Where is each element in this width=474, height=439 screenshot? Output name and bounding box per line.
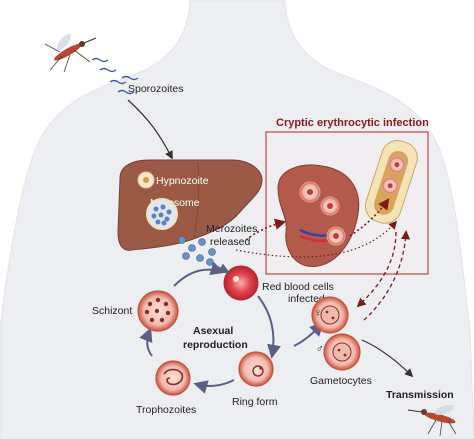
gametocytes-label: Gametocytes: [310, 375, 372, 387]
asexual-reproduction-label-2: reproduction: [183, 339, 248, 351]
transmission-label: Transmission: [386, 389, 454, 401]
released-label: released: [210, 236, 250, 248]
ring-form-label: Ring form: [232, 396, 278, 408]
rbc-infected-label-1: Red blood cells: [262, 281, 334, 293]
cycle-arrow-ring-to-trophozoite: [193, 379, 235, 394]
hypnozoite-label: Hypnozoite: [156, 175, 209, 187]
hypnozoite-icon: [137, 171, 155, 189]
trophozoite-cell: [155, 360, 191, 396]
female-gametocyte-cell: [311, 296, 349, 334]
merosome-icon: [146, 198, 178, 230]
sporozoite-squiggles: [91, 57, 139, 95]
sporozoite-arrow: [127, 99, 173, 160]
trophozoites-label: Trophozoites: [136, 404, 196, 416]
sporozoites-label: Sporozoites: [128, 83, 183, 95]
male-symbol: ♂: [316, 343, 324, 355]
infected-red-blood-cell: [223, 265, 259, 301]
cryptic-infection-title: Cryptic erythrocytic infection: [276, 117, 429, 129]
ring-form-cell: [238, 351, 274, 387]
mosquito-icon-transmission: [407, 404, 457, 437]
schizont-cell: [137, 290, 179, 332]
schizont-label: Schizont: [92, 305, 132, 317]
released-merozoites: [178, 236, 216, 266]
female-symbol: ♀: [314, 307, 322, 319]
spleen: [277, 164, 360, 267]
marrow-to-gametocyte-arrow: [356, 231, 397, 308]
mosquito-icon: [44, 33, 97, 73]
rbc-infected-label-2: infected: [288, 293, 325, 305]
merozoite-to-spleen-arrow: [245, 218, 287, 241]
male-gametocyte-cell: [323, 333, 361, 371]
cycle-arrow-trophozoite-to-schizont: [139, 327, 153, 357]
merozoite-to-rbc-arrow: [211, 263, 230, 273]
cycle-arrow-schizont-to-rbc: [173, 261, 225, 287]
merozoites-label: Merozoites: [206, 223, 257, 235]
transmission-arrow: [361, 339, 414, 378]
gametocyte-to-marrow-arrow: [363, 230, 411, 321]
cycle-arrow-rbc-to-ring: [257, 295, 281, 359]
asexual-reproduction-label-1: Asexual: [193, 325, 233, 337]
